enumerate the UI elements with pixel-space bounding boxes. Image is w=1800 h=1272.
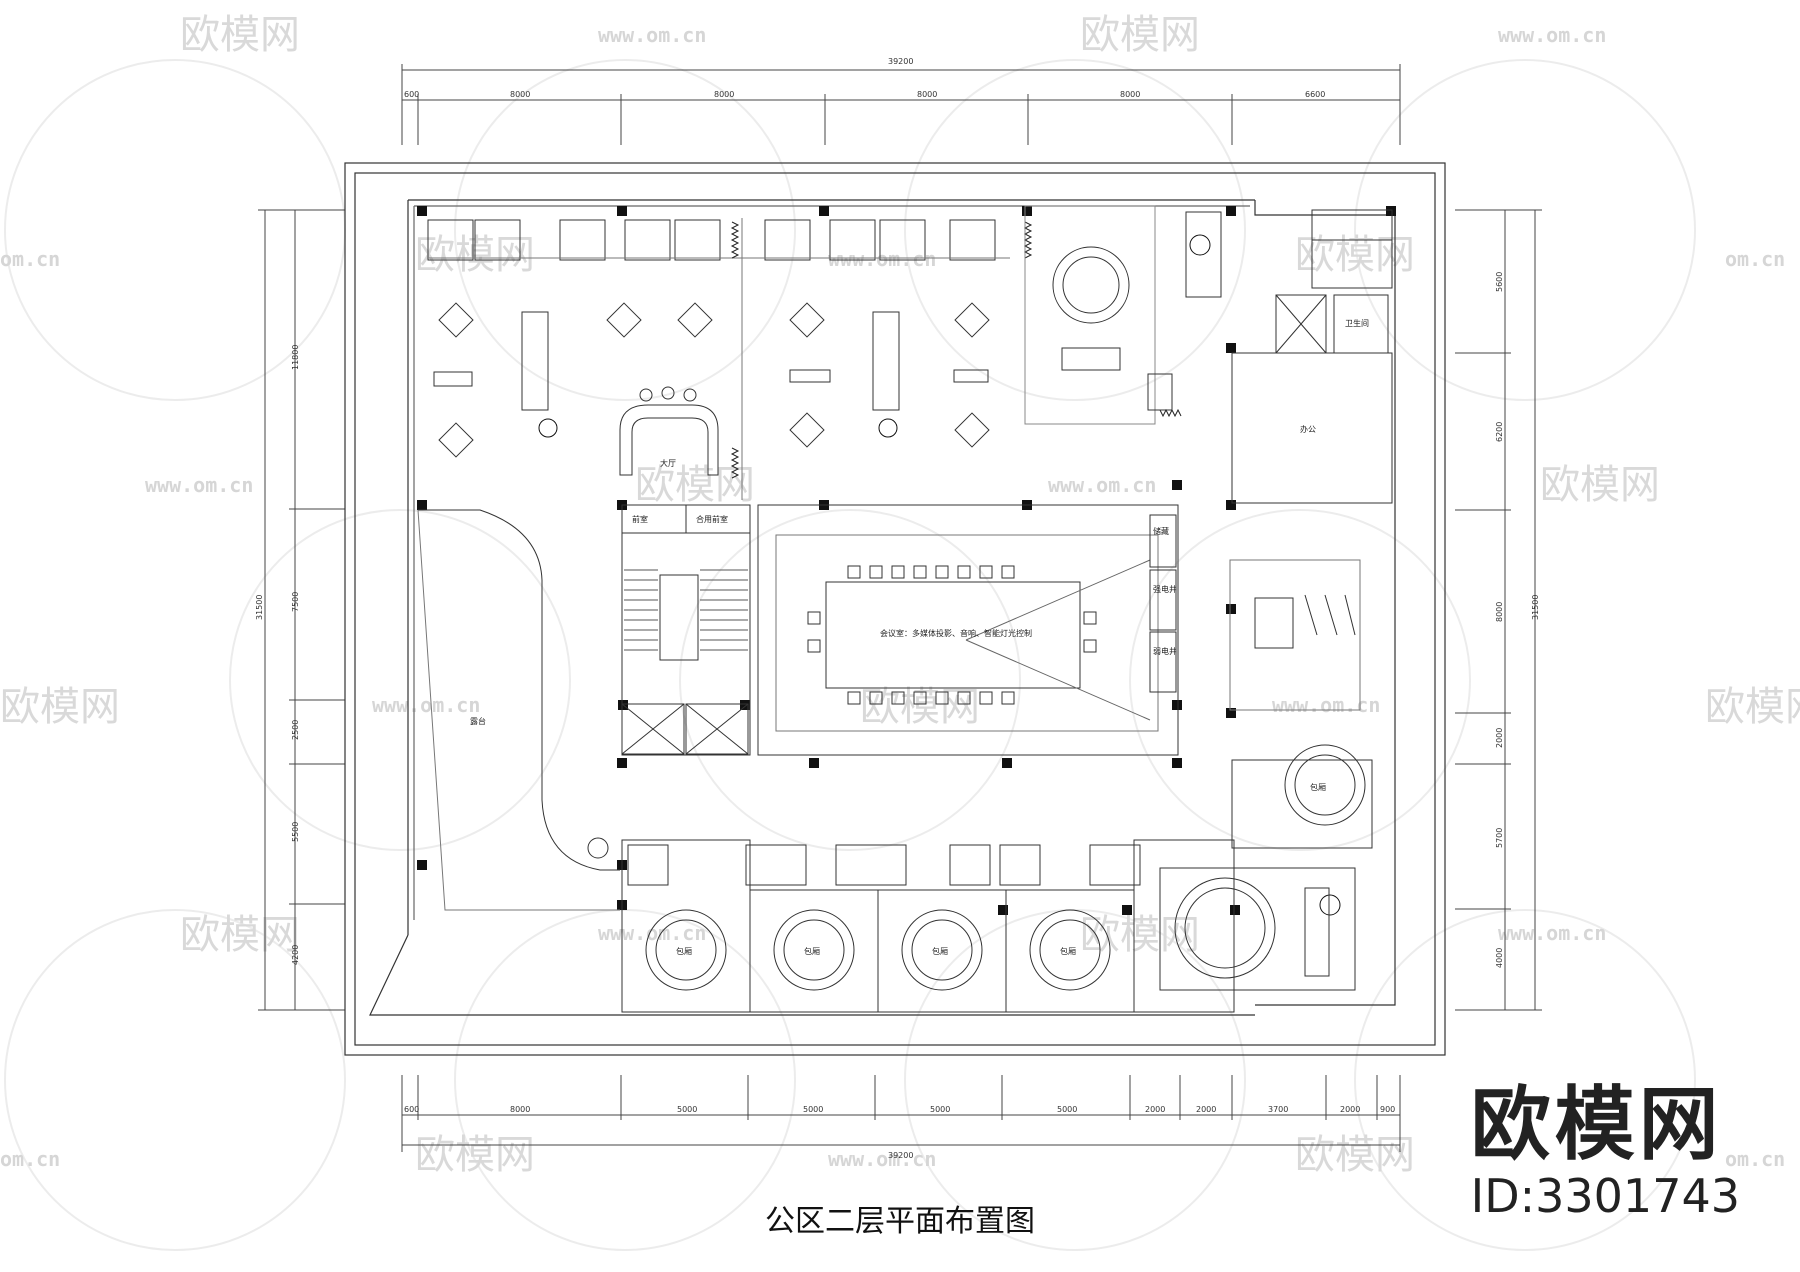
dim-right-seg: 5600 [1495,272,1504,292]
label-terrace: 露台 [470,716,486,726]
dim-right-seg: 5700 [1495,828,1504,848]
watermark-url: www.om.cn [372,693,480,717]
dim-bottom-seg: 5000 [1057,1105,1077,1114]
watermark-logo: 欧模网 [635,462,755,508]
watermark-logo: 欧模网 [1540,462,1660,508]
dim-bottom-seg: 3700 [1268,1105,1288,1114]
dim-top-seg: 8000 [714,90,734,99]
dim-bottom-seg: 2000 [1340,1105,1360,1114]
dim-total-top: 39200 [888,57,913,66]
dim-top-seg: 8000 [917,90,937,99]
dimension-labels: 39200 600 8000 8000 8000 8000 6600 600 8… [255,57,1540,1160]
dim-left-seg: 7500 [291,592,300,612]
watermark-url: www.om.cn [828,1147,936,1171]
watermark-url: om.cn [1725,1147,1785,1171]
private-rooms [621,839,1356,1013]
watermark-url: www.om.cn [598,23,706,47]
dim-bottom-seg: 600 [404,1105,419,1114]
watermark-logo: 欧模网 [180,912,300,958]
dim-bottom-seg: 8000 [510,1105,530,1114]
brand-logo-text: 欧模网 [1470,1078,1723,1171]
watermark-logo: 欧模网 [1295,232,1415,278]
dim-bottom-seg: 5000 [930,1105,950,1114]
dim-bottom-seg: 2000 [1196,1105,1216,1114]
dim-bottom-seg: 900 [1380,1105,1395,1114]
watermark-logo: 欧模网 [1080,912,1200,958]
dim-right-seg: 6200 [1495,422,1504,442]
watermark-url: www.om.cn [828,247,936,271]
label-stair: 合用前室 [696,514,728,524]
dining-area [427,205,1341,916]
dim-right-overall: 31500 [1531,595,1540,620]
watermark-url: www.om.cn [598,921,706,945]
label-room: 包厢 [676,946,692,956]
label-vip: 包厢 [1310,782,1326,792]
dim-bottom-seg: 5000 [677,1105,697,1114]
label-storage: 弱电井 [1153,646,1177,656]
dim-right-seg: 2000 [1495,728,1504,748]
dim-top-seg: 8000 [510,90,530,99]
label-meeting-note: 会议室：多媒体投影、音响、智能灯光控制 [880,628,1032,638]
label-storage: 强电井 [1153,584,1177,594]
watermark-url: www.om.cn [1048,473,1156,497]
label-office: 办公 [1300,424,1316,434]
watermark-url: om.cn [1725,247,1785,271]
room-labels: 大厅 办公 会议室：多媒体投影、音响、智能灯光控制 储藏 强电井 弱电井 前室 … [470,318,1369,956]
watermark-logo: 欧模网 [0,684,120,730]
label-room: 包厢 [804,946,820,956]
watermark-url: www.om.cn [1272,693,1380,717]
dim-bottom-seg: 5000 [803,1105,823,1114]
brand-block: 欧模网 ID:3301743 [1470,1078,1740,1223]
watermark-logo: 欧模网 [415,1132,535,1178]
watermark-layer: 欧模网 欧模网 欧模网 欧模网 欧模网 欧模网 欧模网 欧模网 欧模网 欧模网 … [0,12,1800,1251]
label-toilet: 卫生间 [1345,318,1369,328]
label-room: 包厢 [1060,946,1076,956]
four-seat-tables [438,302,990,458]
dim-total-bottom: 39200 [888,1151,913,1160]
central-core [621,504,751,756]
dim-left-overall: 31500 [255,595,264,620]
brand-id: ID:3301743 [1470,1169,1740,1223]
service-core [1229,209,1393,849]
meeting-room [757,504,1179,756]
watermark-url: www.om.cn [1498,921,1606,945]
watermark-url: www.om.cn [145,473,253,497]
dimension-lines [258,64,1542,1152]
label-lounge: 大厅 [660,458,676,468]
dim-left-seg: 11800 [291,345,300,370]
watermark-logo: 欧模网 [1295,1132,1415,1178]
drawing-title: 公区二层平面布置图 [765,1204,1035,1239]
watermark-logo: 欧模网 [860,684,980,730]
building-outline [344,162,1446,1056]
dim-bottom-seg: 2000 [1145,1105,1165,1114]
watermark-logo: 欧模网 [1705,684,1800,730]
watermark-logo: 欧模网 [180,12,300,58]
dim-left-seg: 2500 [291,720,300,740]
dim-top-seg: 8000 [1120,90,1140,99]
dim-top-seg: 6600 [1305,90,1325,99]
terrace [417,509,620,911]
watermark-url: om.cn [0,247,60,271]
label-stair: 前室 [632,514,648,524]
watermark-url: www.om.cn [1498,23,1606,47]
dim-top-seg: 600 [404,90,419,99]
dim-right-seg: 4000 [1495,948,1504,968]
label-room: 包厢 [932,946,948,956]
booth-row [427,219,1010,261]
dim-right-seg: 8000 [1495,602,1504,622]
watermark-url: om.cn [0,1147,60,1171]
watermark-logo: 欧模网 [1080,12,1200,58]
label-storage: 储藏 [1153,526,1169,536]
dim-left-seg: 5500 [291,822,300,842]
dim-left-seg: 4200 [291,945,300,965]
